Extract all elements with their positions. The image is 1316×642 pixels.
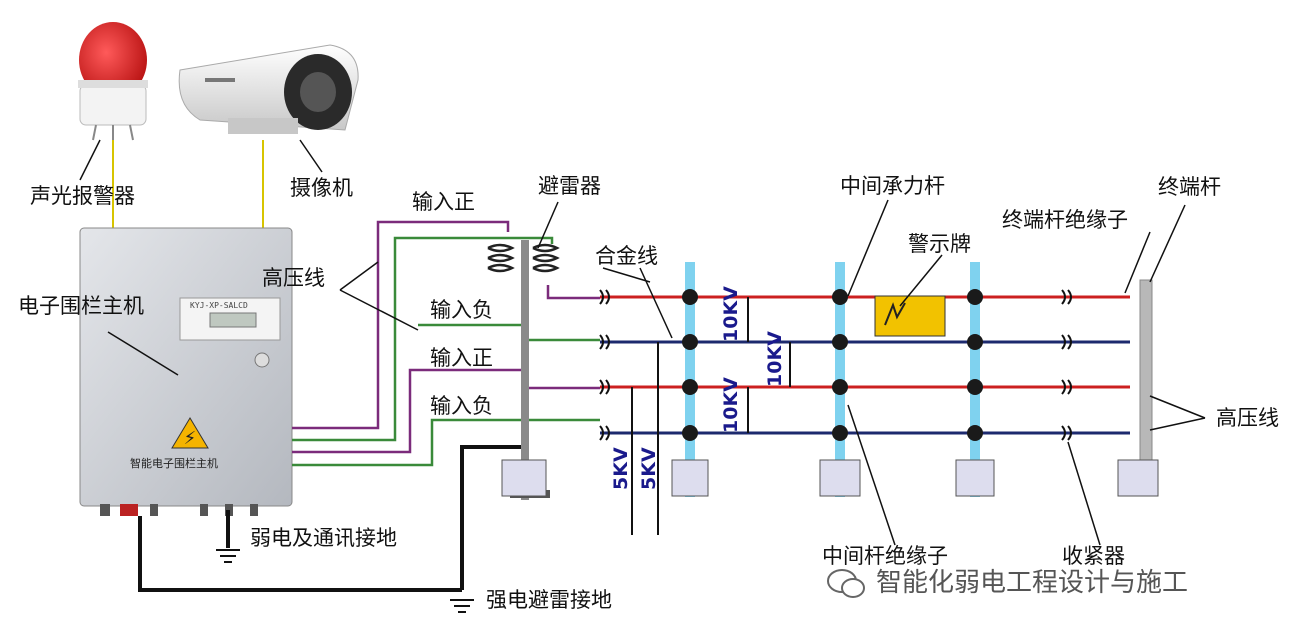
middle-insulator-label: 中间杆绝缘子	[822, 544, 948, 568]
camera-icon	[178, 44, 359, 134]
input-wires	[292, 220, 600, 467]
alloy-wire-label: 合金线	[595, 244, 658, 268]
tensioner-icons	[599, 289, 1072, 441]
input-negative-1-label: 输入负	[430, 298, 493, 322]
host-nameplate: 智能电子围栏主机	[130, 457, 218, 470]
hv-line-right-label: 高压线	[1216, 406, 1279, 430]
strong-ground-label: 强电避雷接地	[486, 588, 612, 612]
fence-host-box: ⚡	[79, 227, 293, 516]
voltage-label-1: 10KV	[720, 286, 742, 342]
voltage-label-2: 10KV	[764, 331, 786, 387]
alarm-label: 声光报警器	[30, 184, 135, 208]
hv-line-left-label: 高压线	[262, 266, 325, 290]
host-panel-text: KYJ-XP-SALCD	[190, 301, 248, 310]
warning-sign-label: 警示牌	[908, 232, 971, 256]
voltage-label-4: 5KV	[610, 447, 632, 490]
leader-lines	[79, 139, 1206, 546]
lightning-arrester-icon	[487, 243, 560, 273]
pole-bases	[501, 459, 1159, 497]
alarm-light-icon	[78, 22, 148, 141]
wechat-icon	[826, 566, 866, 602]
voltage-label-5: 5KV	[638, 447, 660, 490]
input-positive-top-label: 输入正	[412, 190, 475, 214]
tensioner-label: 收紧器	[1062, 544, 1125, 568]
terminal-insulator-label: 终端杆绝缘子	[1002, 208, 1128, 232]
voltage-arrows	[631, 297, 791, 535]
host-label: 电子围栏主机	[18, 294, 144, 318]
middle-bearing-pole-label: 中间承力杆	[840, 174, 945, 198]
input-negative-2-label: 输入负	[430, 394, 493, 418]
input-positive-2-label: 输入正	[430, 346, 493, 370]
warning-sign-icon	[874, 295, 946, 337]
high-voltage-warning-icon	[171, 417, 209, 449]
fence-wires	[600, 295, 1130, 435]
pole-insulators	[682, 289, 983, 441]
terminal-pole-label: 终端杆	[1158, 175, 1221, 199]
svg-text:⚡: ⚡	[184, 428, 197, 449]
ground-wires	[138, 445, 521, 592]
weak-ground-label: 弱电及通讯接地	[250, 526, 397, 550]
watermark-text: 智能化弱电工程设计与施工	[876, 568, 1189, 598]
camera-label: 摄像机	[290, 176, 353, 200]
voltage-label-3: 10KV	[720, 377, 742, 433]
ground-symbols	[216, 549, 474, 613]
arrester-label: 避雷器	[538, 174, 601, 198]
